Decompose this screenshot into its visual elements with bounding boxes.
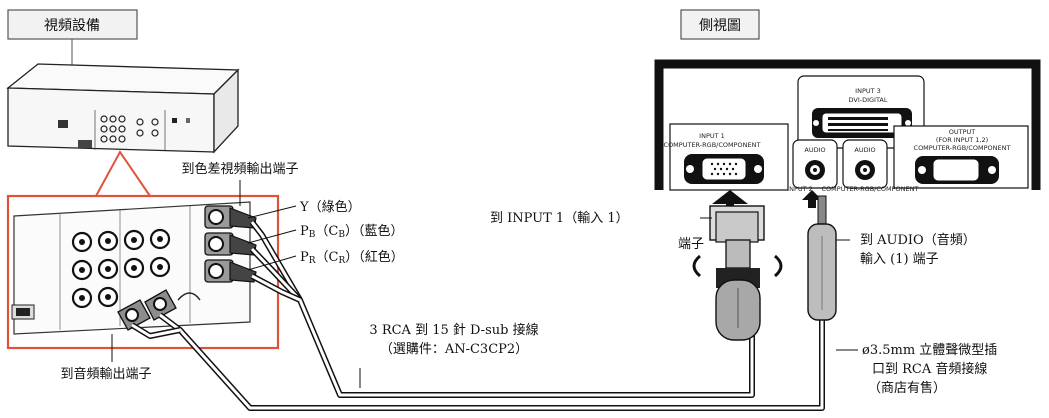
audio2-jack-label: AUDIO (854, 146, 875, 154)
stereo-cable-label-3: （商店有售） (868, 380, 946, 396)
dsub-plug (692, 190, 783, 341)
side-view-title: 側視圖 (699, 18, 741, 34)
to-input1-label: 到 INPUT 1（輸入 1） (490, 211, 629, 226)
video-device-title: 視頻設備 (44, 18, 100, 34)
stereo-cable-label-2: 口到 RCA 音頻接線 (872, 361, 987, 377)
dvi-label: DVI-DIGITAL (848, 96, 887, 104)
input2-label: INPUT 2 (787, 185, 813, 193)
projector-side-panel: INPUT 3 DVI-DIGITAL INPUT 1 COMPUTER-RGB… (654, 59, 1041, 193)
output-label: OUTPUT (949, 128, 976, 136)
zoom-indicator (95, 150, 151, 197)
audio-out-label: 到音頻輸出端子 (60, 366, 151, 382)
input3-label: INPUT 3 (855, 87, 881, 95)
audio-jack-label: AUDIO (804, 146, 825, 154)
y-green-label: Y（綠色） (299, 199, 361, 215)
input2-sublabel: COMPUTER-RGB/COMPONENT (822, 185, 919, 193)
pb-blue-label: PB（CB）（藍色） (300, 223, 403, 240)
cable-label-2: （選購件：AN-C3CP2） (380, 342, 528, 357)
component-out-label: 到色差視頻輸出端子 (181, 161, 298, 177)
cables (130, 220, 825, 411)
stereo-cable-label-1: ø3.5mm 立體聲微型插 (862, 342, 997, 358)
side-view-title-box: 側視圖 (680, 9, 760, 40)
zoomed-panel (6, 194, 280, 350)
stereo-plug (802, 190, 837, 321)
component-plugs (204, 205, 257, 283)
cable-label-1: 3 RCA 到 15 針 D-sub 接線 (369, 322, 538, 338)
output-sublabel-1: (FOR INPUT 1,2) (936, 136, 988, 144)
leader-lines (111, 180, 858, 388)
input1-label: INPUT 1 (699, 132, 725, 140)
video-device-illustration (6, 63, 240, 154)
terminal-label: 端子 (678, 237, 704, 252)
output-sublabel-2: COMPUTER-RGB/COMPONENT (914, 144, 1011, 152)
input1-sublabel: COMPUTER-RGB/COMPONENT (664, 141, 761, 149)
to-audio-label: 到 AUDIO（音頻） (860, 232, 976, 248)
audio-input-label: 輸入 (1) 端子 (860, 252, 939, 267)
pr-red-label: PR（CR）（紅色） (300, 249, 404, 266)
video-device-title-box: 視頻設備 (7, 9, 138, 40)
audio-plugs (117, 289, 177, 331)
